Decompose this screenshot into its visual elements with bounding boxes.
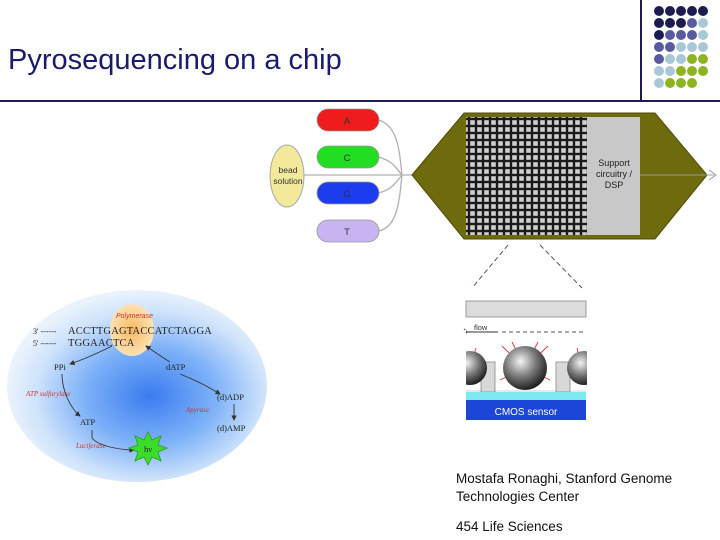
support-label-line2: circuitry /	[596, 169, 632, 179]
cmos-sensor	[466, 400, 586, 420]
reaction-background	[7, 290, 267, 482]
ppi-label: PPi	[54, 362, 66, 372]
solution-label: solution	[273, 176, 303, 186]
reservoir-g-label: G	[343, 189, 350, 200]
sequence-line2: TGGAACTCA	[68, 338, 135, 349]
well-array	[466, 117, 587, 235]
reservoir-g: G	[316, 181, 380, 205]
credit-line1: Mostafa Ronaghi, Stanford Genome	[456, 471, 673, 486]
reservoir-c-label: C	[344, 153, 351, 164]
fluid-tubes	[300, 119, 420, 232]
title-divider	[0, 100, 720, 102]
support-label-line1: Support	[598, 158, 630, 168]
reservoir-a: A	[316, 108, 380, 132]
reservoir-c: C	[316, 145, 380, 169]
arrow-datp-to-dadp	[179, 373, 221, 395]
mask-left	[440, 330, 466, 410]
zoom-line-right	[539, 244, 583, 289]
credit-text: Mostafa Ronaghi, Stanford Genome Technol…	[456, 470, 672, 506]
hv-label: hν	[144, 444, 152, 454]
datp-label: dATP	[166, 362, 186, 372]
polymerase-label: Polymerase	[116, 313, 153, 320]
sensor-top-layer	[466, 392, 586, 400]
light-burst-icon	[127, 431, 169, 466]
arrow-ppi-to-polymerase	[69, 345, 113, 366]
reservoir-a-label: A	[344, 116, 351, 127]
bead-solution-reservoir	[269, 144, 305, 208]
arrow-datp-to-polymerase	[145, 345, 171, 363]
reservoir-t: T	[316, 219, 380, 243]
dadp-label: (d)ADP	[217, 392, 244, 402]
bead-label: bead	[279, 165, 298, 175]
sequence-line1: ACCTTGAGTACCATCTAGGA	[68, 326, 212, 337]
cover-plate	[465, 300, 587, 318]
support-circuitry-panel	[587, 117, 640, 235]
mask-right	[587, 330, 617, 410]
cmos-sensor-label: CMOS sensor	[495, 407, 558, 418]
sequence-line2-prefix: 5' ------	[33, 339, 57, 348]
polymerase-blob	[110, 304, 154, 356]
slide-title: Pyrosequencing on a chip	[8, 44, 342, 76]
damp-label: (d)AMP	[217, 423, 246, 433]
company-name: 454 Life Sciences	[456, 519, 563, 534]
atp-label: ATP	[80, 417, 95, 427]
apyrase-label: Apyrase	[185, 406, 209, 414]
outflow-arrow-icon	[708, 169, 717, 181]
sequence-line1-prefix: 3' ------	[33, 327, 57, 336]
bead-center	[503, 346, 547, 390]
flow-label: flow	[474, 323, 488, 332]
reservoir-t-label: T	[344, 227, 350, 238]
corner-divider	[640, 0, 642, 100]
arrow-ppi-to-atp	[61, 373, 81, 417]
luciferase-label: Luciferase	[75, 442, 106, 450]
arrow-to-light	[91, 437, 135, 453]
atp-sulfurylase-label: ATP sulfurylase	[25, 390, 71, 398]
support-label-line3: DSP	[605, 180, 624, 190]
credit-line2: Technologies Center	[456, 489, 580, 504]
zoom-line-left	[471, 244, 509, 289]
